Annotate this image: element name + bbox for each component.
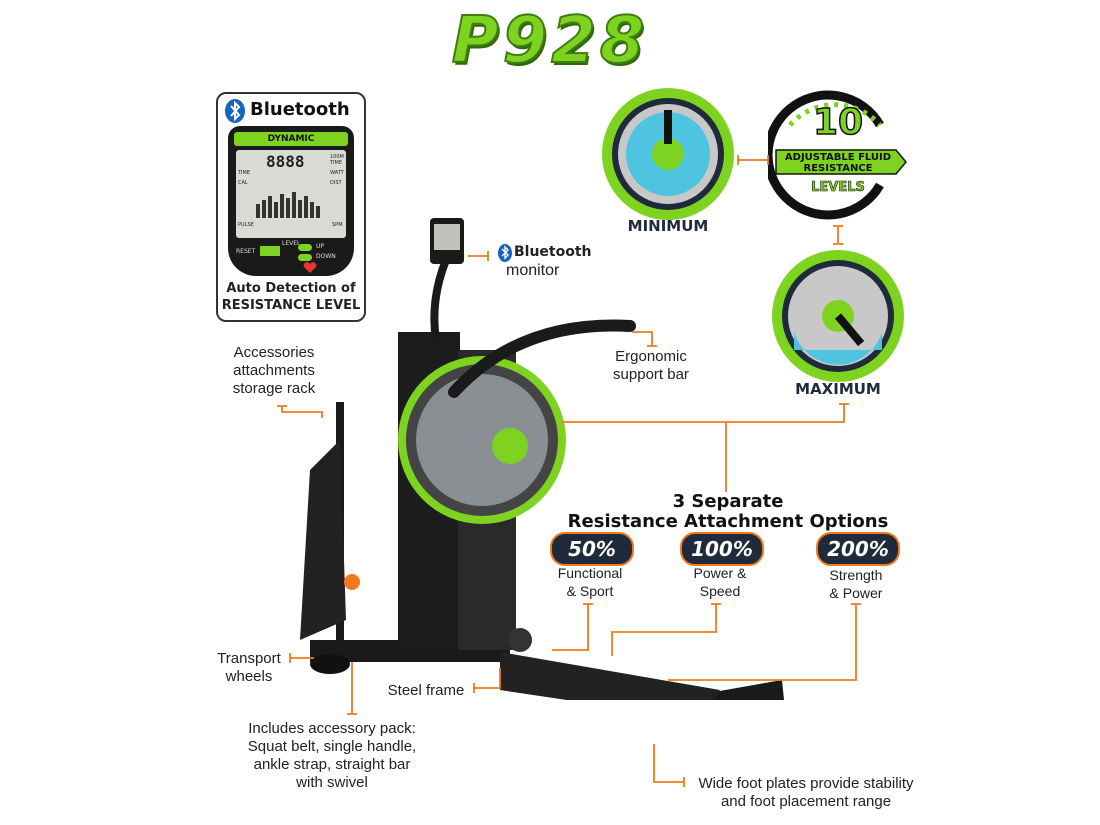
ergonomic-callout: Ergonomic support bar <box>596 348 706 384</box>
console-caption-line2: RESISTANCE LEVEL <box>221 298 361 313</box>
console-level-display <box>260 246 280 256</box>
option-100-badge: 100% <box>680 532 764 566</box>
console-up-label: UP <box>316 243 325 250</box>
console-down-label: DOWN <box>316 253 336 260</box>
storage-line2: attachments <box>233 362 315 379</box>
lcd-label-cal: CAL <box>238 180 248 186</box>
option-200-badge: 200% <box>816 532 900 566</box>
storage-line1: Accessories <box>233 344 315 361</box>
bluetooth-monitor-line1: Bluetooth <box>514 244 592 260</box>
accessory-line1: Includes accessory pack: <box>248 720 416 737</box>
console-card: Bluetooth DYNAMIC 8888 TIME CAL 100M TIM… <box>216 92 366 322</box>
bluetooth-monitor-line2: monitor <box>506 262 560 279</box>
storage-rack-callout: Accessories attachments storage rack <box>214 344 334 398</box>
option-100-label: Power & Speed <box>670 564 770 600</box>
maximum-dial <box>772 250 904 382</box>
console-brand: DYNAMIC <box>267 134 315 144</box>
lcd-display: 8888 TIME CAL 100M TIME WATT DIST PULSE … <box>236 150 346 238</box>
minimum-dial <box>602 88 734 220</box>
transport-line1: Transport <box>217 650 281 667</box>
product-title: P928 <box>451 3 649 79</box>
foot-line2: and foot placement range <box>720 793 892 810</box>
console-down-button[interactable] <box>298 254 312 261</box>
resistance-heading: 3 Separate Resistance Attachment Options <box>550 492 906 532</box>
ergonomic-line1: Ergonomic <box>615 348 687 365</box>
foot-line1: Wide foot plates provide stability <box>698 775 914 792</box>
maximum-label: MAXIMUM <box>795 380 881 398</box>
accessory-line2: Squat belt, single handle, <box>247 738 417 755</box>
lcd-label-100m: 100M <box>330 154 344 160</box>
ergonomic-line2: support bar <box>613 366 689 383</box>
badge-line2: RESISTANCE <box>803 163 873 174</box>
steel-frame-callout: Steel frame <box>387 682 465 699</box>
bluetooth-icon <box>225 99 245 123</box>
accessory-pack-callout: Includes accessory pack: Squat belt, sin… <box>232 720 432 792</box>
console-screen-frame: DYNAMIC 8888 TIME CAL 100M TIME WATT DIS… <box>228 126 354 276</box>
badge-line3: LEVELS <box>811 180 865 196</box>
lcd-label-spm: SPM <box>332 222 343 228</box>
badge-line1: ADJUSTABLE FLUID <box>784 152 892 163</box>
accessory-line3: ankle strap, straight bar <box>253 756 411 773</box>
option-200-line2: & Power <box>829 585 883 601</box>
lcd-bar-graph <box>256 192 320 218</box>
console-reset-button[interactable]: RESET <box>236 248 256 255</box>
option-100-line1: Power & <box>693 565 747 581</box>
lcd-label-pulse: PULSE <box>238 222 254 228</box>
heart-rate-icon <box>303 262 317 273</box>
option-200-line1: Strength <box>829 567 883 583</box>
option-50-badge: 50% <box>550 532 634 566</box>
foot-plates-callout: Wide foot plates provide stability and f… <box>684 775 928 811</box>
option-100-line2: Speed <box>699 583 741 599</box>
bluetooth-icon <box>498 244 512 262</box>
bluetooth-header: Bluetooth <box>224 98 358 124</box>
minimum-label: MINIMUM <box>627 217 709 235</box>
lcd-label-dist: DIST <box>330 180 342 186</box>
rower-machine-illustration <box>300 218 784 700</box>
lcd-top-digits: 8888 <box>266 152 305 171</box>
transport-line2: wheels <box>225 668 273 685</box>
option-200-label: Strength & Power <box>806 566 906 602</box>
accessory-line4: with swivel <box>296 774 368 791</box>
transport-wheels-callout: Transport wheels <box>204 650 294 686</box>
resistance-heading-line2: Resistance Attachment Options <box>567 511 889 532</box>
badge-of: OF <box>830 92 843 102</box>
option-50-label: Functional & Sport <box>540 564 640 600</box>
console-up-button[interactable] <box>298 244 312 251</box>
option-50-line1: Functional <box>557 565 623 581</box>
console-caption-line1: Auto Detection of <box>226 281 356 296</box>
storage-line3: storage rack <box>232 380 316 397</box>
bluetooth-label: Bluetooth <box>250 99 350 120</box>
lcd-label-time: TIME <box>238 170 251 176</box>
console-caption: Auto Detection of RESISTANCE LEVEL <box>218 280 364 314</box>
console-label-level: LEVEL <box>282 240 301 247</box>
option-50-line2: & Sport <box>566 583 614 599</box>
lcd-label-watt: WATT <box>330 170 344 176</box>
resistance-heading-line1: 3 Separate <box>672 491 784 512</box>
console-brand-bar: DYNAMIC <box>234 132 348 146</box>
badge-number: 10 <box>812 101 864 144</box>
lcd-label-time2: TIME <box>330 160 343 166</box>
